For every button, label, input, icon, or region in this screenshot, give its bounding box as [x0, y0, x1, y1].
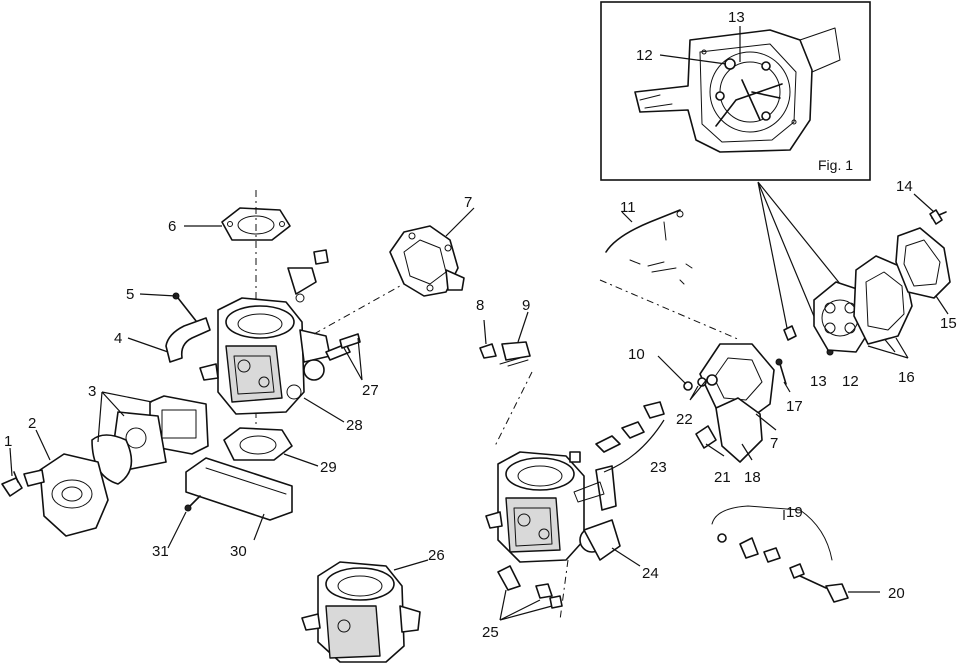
callout-15: 15 [940, 315, 957, 332]
callout-13: 13 [810, 373, 827, 390]
callout-2: 2 [28, 415, 36, 432]
callout-5: 5 [126, 286, 134, 303]
callout-8: 8 [476, 297, 484, 314]
callout-19: 19 [786, 504, 803, 521]
callout-24: 24 [642, 565, 659, 582]
fig1-callout-12: 12 [636, 47, 653, 64]
callout-30: 30 [230, 543, 247, 560]
callout-14: 14 [896, 178, 913, 195]
callout-20: 20 [888, 585, 905, 602]
callout-29: 29 [320, 459, 337, 476]
callout-1: 1 [4, 433, 12, 450]
leader-lines [9, 193, 949, 621]
callout-21: 21 [714, 469, 731, 486]
callout-16: 16 [898, 369, 915, 386]
callout-12: 12 [842, 373, 859, 390]
callout-17: 17 [786, 398, 803, 415]
callout-6: 6 [168, 218, 176, 235]
callout-9: 9 [522, 297, 530, 314]
bottom-carburetor [301, 561, 421, 663]
callout-27: 27 [362, 382, 379, 399]
callout-3: 3 [88, 383, 96, 400]
fig1-callout-13: 13 [728, 9, 745, 26]
callout-7-right: 7 [770, 435, 778, 452]
left-assembly [1, 190, 465, 537]
fig1-inset: 13 12 Fig. 1 [600, 1, 871, 181]
middle-assembly [479, 209, 787, 621]
callout-25: 25 [482, 624, 499, 641]
callout-22: 22 [676, 411, 693, 428]
callout-7-left: 7 [464, 194, 472, 211]
callout-26: 26 [428, 547, 445, 564]
callout-23: 23 [650, 459, 667, 476]
fig1-label: Fig. 1 [818, 157, 853, 173]
callout-labels: 1 2 3 4 5 6 7 8 9 10 11 12 13 14 15 16 1… [4, 178, 957, 641]
callout-31: 31 [152, 543, 169, 560]
callout-4: 4 [114, 330, 122, 347]
right-assembly [711, 209, 951, 603]
callout-28: 28 [346, 417, 363, 434]
callout-11: 11 [620, 199, 636, 216]
callout-10: 10 [628, 346, 645, 363]
callout-18: 18 [744, 469, 761, 486]
